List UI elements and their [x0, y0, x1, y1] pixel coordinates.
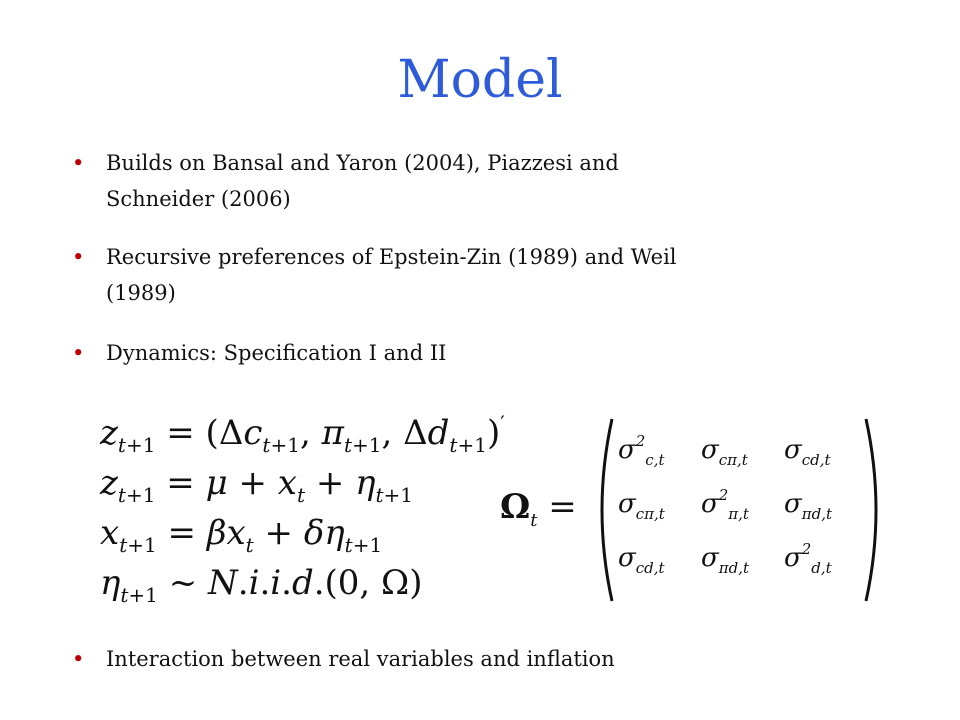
- matrix-cell: σcd,t: [618, 543, 665, 577]
- matrix-row: σ2c,t σcπ,t σcd,t: [618, 432, 868, 489]
- bullet-text-line: (1989): [106, 281, 176, 305]
- matrix-cell: σcπ,t: [618, 489, 665, 523]
- bullet-text-line: Schneider (2006): [106, 187, 291, 211]
- matrix-lhs: Ωt =: [500, 487, 577, 531]
- equation-block: zt+1 = (Δct+1, πt+1, Δdt+1)′ zt+1 = μ + …: [100, 408, 505, 608]
- matrix-row: σcd,t σπd,t σ2d,t: [618, 540, 868, 597]
- bullet-item: • Dynamics: Specification I and II: [72, 335, 446, 371]
- bullet-text-line: Dynamics: Specification I and II: [106, 341, 447, 365]
- bullet-dot-icon: •: [72, 245, 85, 269]
- matrix-row: σcπ,t σ2π,t σπd,t: [618, 486, 868, 543]
- matrix-cell: σcπ,t: [701, 435, 748, 469]
- bullet-text-line: Interaction between real variables and i…: [106, 647, 615, 671]
- bullet-item: • Builds on Bansal and Yaron (2004), Pia…: [72, 145, 619, 217]
- covariance-matrix: Ωt = σ2c,t σcπ,t σcd,t σcπ,t σ2π,t σπd,t…: [500, 415, 890, 605]
- bullet-dot-icon: •: [72, 151, 85, 175]
- bullet-text-line: Recursive preferences of Epstein-Zin (19…: [106, 245, 677, 269]
- bullet-text-line: Builds on Bansal and Yaron (2004), Piazz…: [106, 151, 619, 175]
- matrix-cell: σ2d,t: [784, 540, 832, 577]
- matrix-cell: σπd,t: [701, 543, 750, 577]
- matrix-cell: σcd,t: [784, 435, 831, 469]
- right-paren-icon: [864, 418, 878, 602]
- matrix-grid: σ2c,t σcπ,t σcd,t σcπ,t σ2π,t σπd,t σcd,…: [618, 432, 868, 597]
- left-paren-icon: [600, 418, 614, 602]
- bullet-item: • Interaction between real variables and…: [72, 641, 615, 677]
- equation-z-vector: zt+1 = (Δct+1, πt+1, Δdt+1)′: [100, 411, 505, 457]
- equation-z-dynamics: zt+1 = μ + xt + ηt+1: [100, 463, 414, 507]
- bullet-dot-icon: •: [72, 341, 85, 365]
- bullet-item: • Recursive preferences of Epstein-Zin (…: [72, 239, 677, 311]
- matrix-cell: σ2c,t: [618, 432, 665, 469]
- matrix-cell: σ2π,t: [701, 486, 749, 523]
- slide-title: Model: [397, 50, 563, 110]
- equation-x-dynamics: xt+1 = βxt + δηt+1: [100, 513, 383, 557]
- matrix-cell: σπd,t: [784, 489, 833, 523]
- equation-eta-distribution: ηt+1 ~ N.i.i.d.(0, Ω): [100, 563, 423, 607]
- bullet-dot-icon: •: [72, 647, 85, 671]
